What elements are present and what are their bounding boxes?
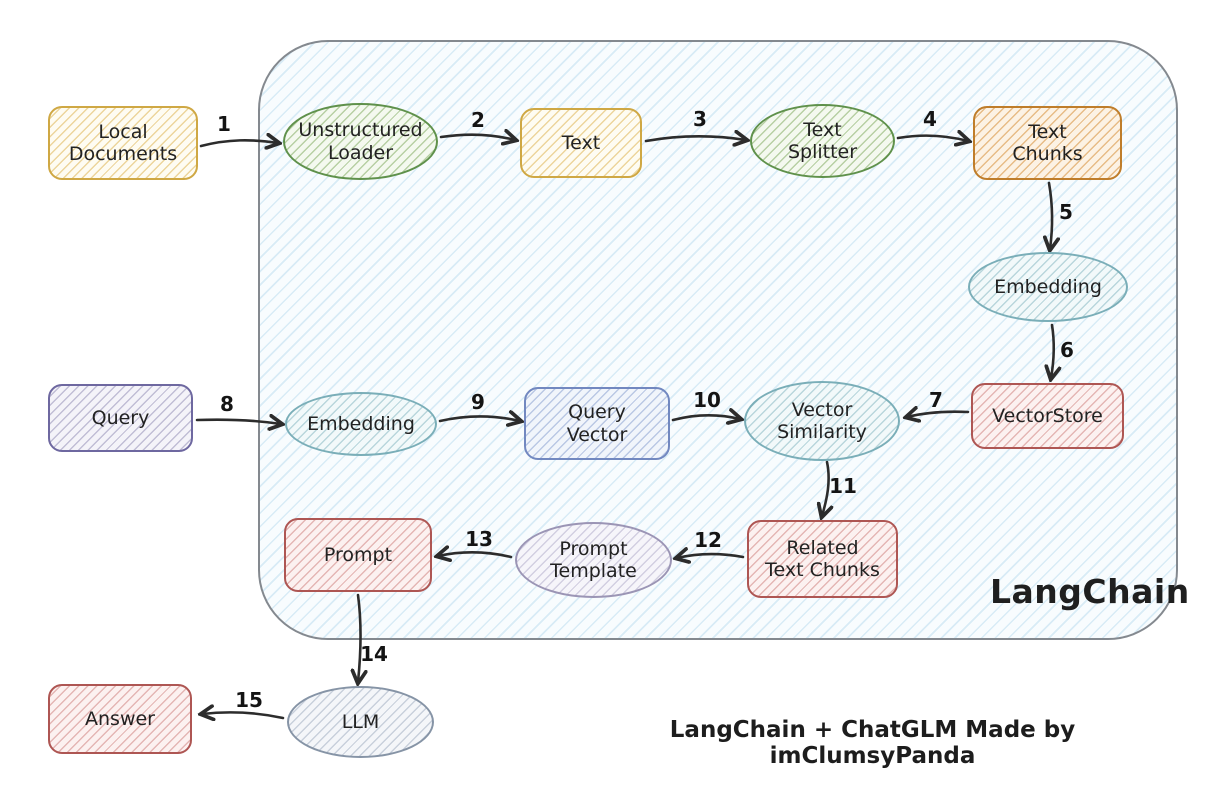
node-answer: Answer	[48, 684, 192, 754]
edge-label-14: 14	[360, 642, 388, 666]
node-query: Query	[48, 384, 193, 452]
edge-label-4: 4	[923, 107, 937, 131]
edge-label-13: 13	[465, 527, 493, 551]
node-vector-similarity: Vector Similarity	[744, 381, 900, 461]
node-unstructured-loader: Unstructured Loader	[283, 103, 438, 180]
node-prompt: Prompt	[284, 518, 432, 592]
edge-label-10: 10	[693, 388, 721, 412]
edge-label-8: 8	[220, 392, 234, 416]
node-text: Text	[520, 108, 642, 178]
edge-label-9: 9	[471, 390, 485, 414]
diagram-caption: LangChain + ChatGLM Made by imClumsyPand…	[669, 717, 1076, 769]
node-vectorstore: VectorStore	[971, 383, 1124, 449]
edge-label-3: 3	[693, 107, 707, 131]
node-embedding-docs: Embedding	[968, 252, 1128, 322]
edge-label-11: 11	[829, 474, 857, 498]
node-text-chunks: Text Chunks	[973, 106, 1122, 180]
node-local-documents: Local Documents	[48, 106, 198, 180]
edge-label-7: 7	[929, 388, 943, 412]
edge-label-15: 15	[235, 688, 263, 712]
node-text-splitter: Text Splitter	[750, 104, 895, 178]
langchain-container-label: LangChain	[990, 572, 1190, 611]
edge-15-arrow	[202, 712, 285, 718]
edge-label-1: 1	[217, 112, 231, 136]
edge-label-5: 5	[1059, 200, 1073, 224]
edge-label-12: 12	[694, 528, 722, 552]
node-related-text-chunks: Related Text Chunks	[747, 520, 898, 598]
node-embedding-query: Embedding	[285, 392, 437, 456]
edge-label-2: 2	[471, 108, 485, 132]
node-query-vector: Query Vector	[524, 387, 670, 460]
node-llm: LLM	[287, 686, 434, 758]
node-prompt-template: Prompt Template	[515, 522, 672, 598]
edge-label-6: 6	[1060, 338, 1074, 362]
